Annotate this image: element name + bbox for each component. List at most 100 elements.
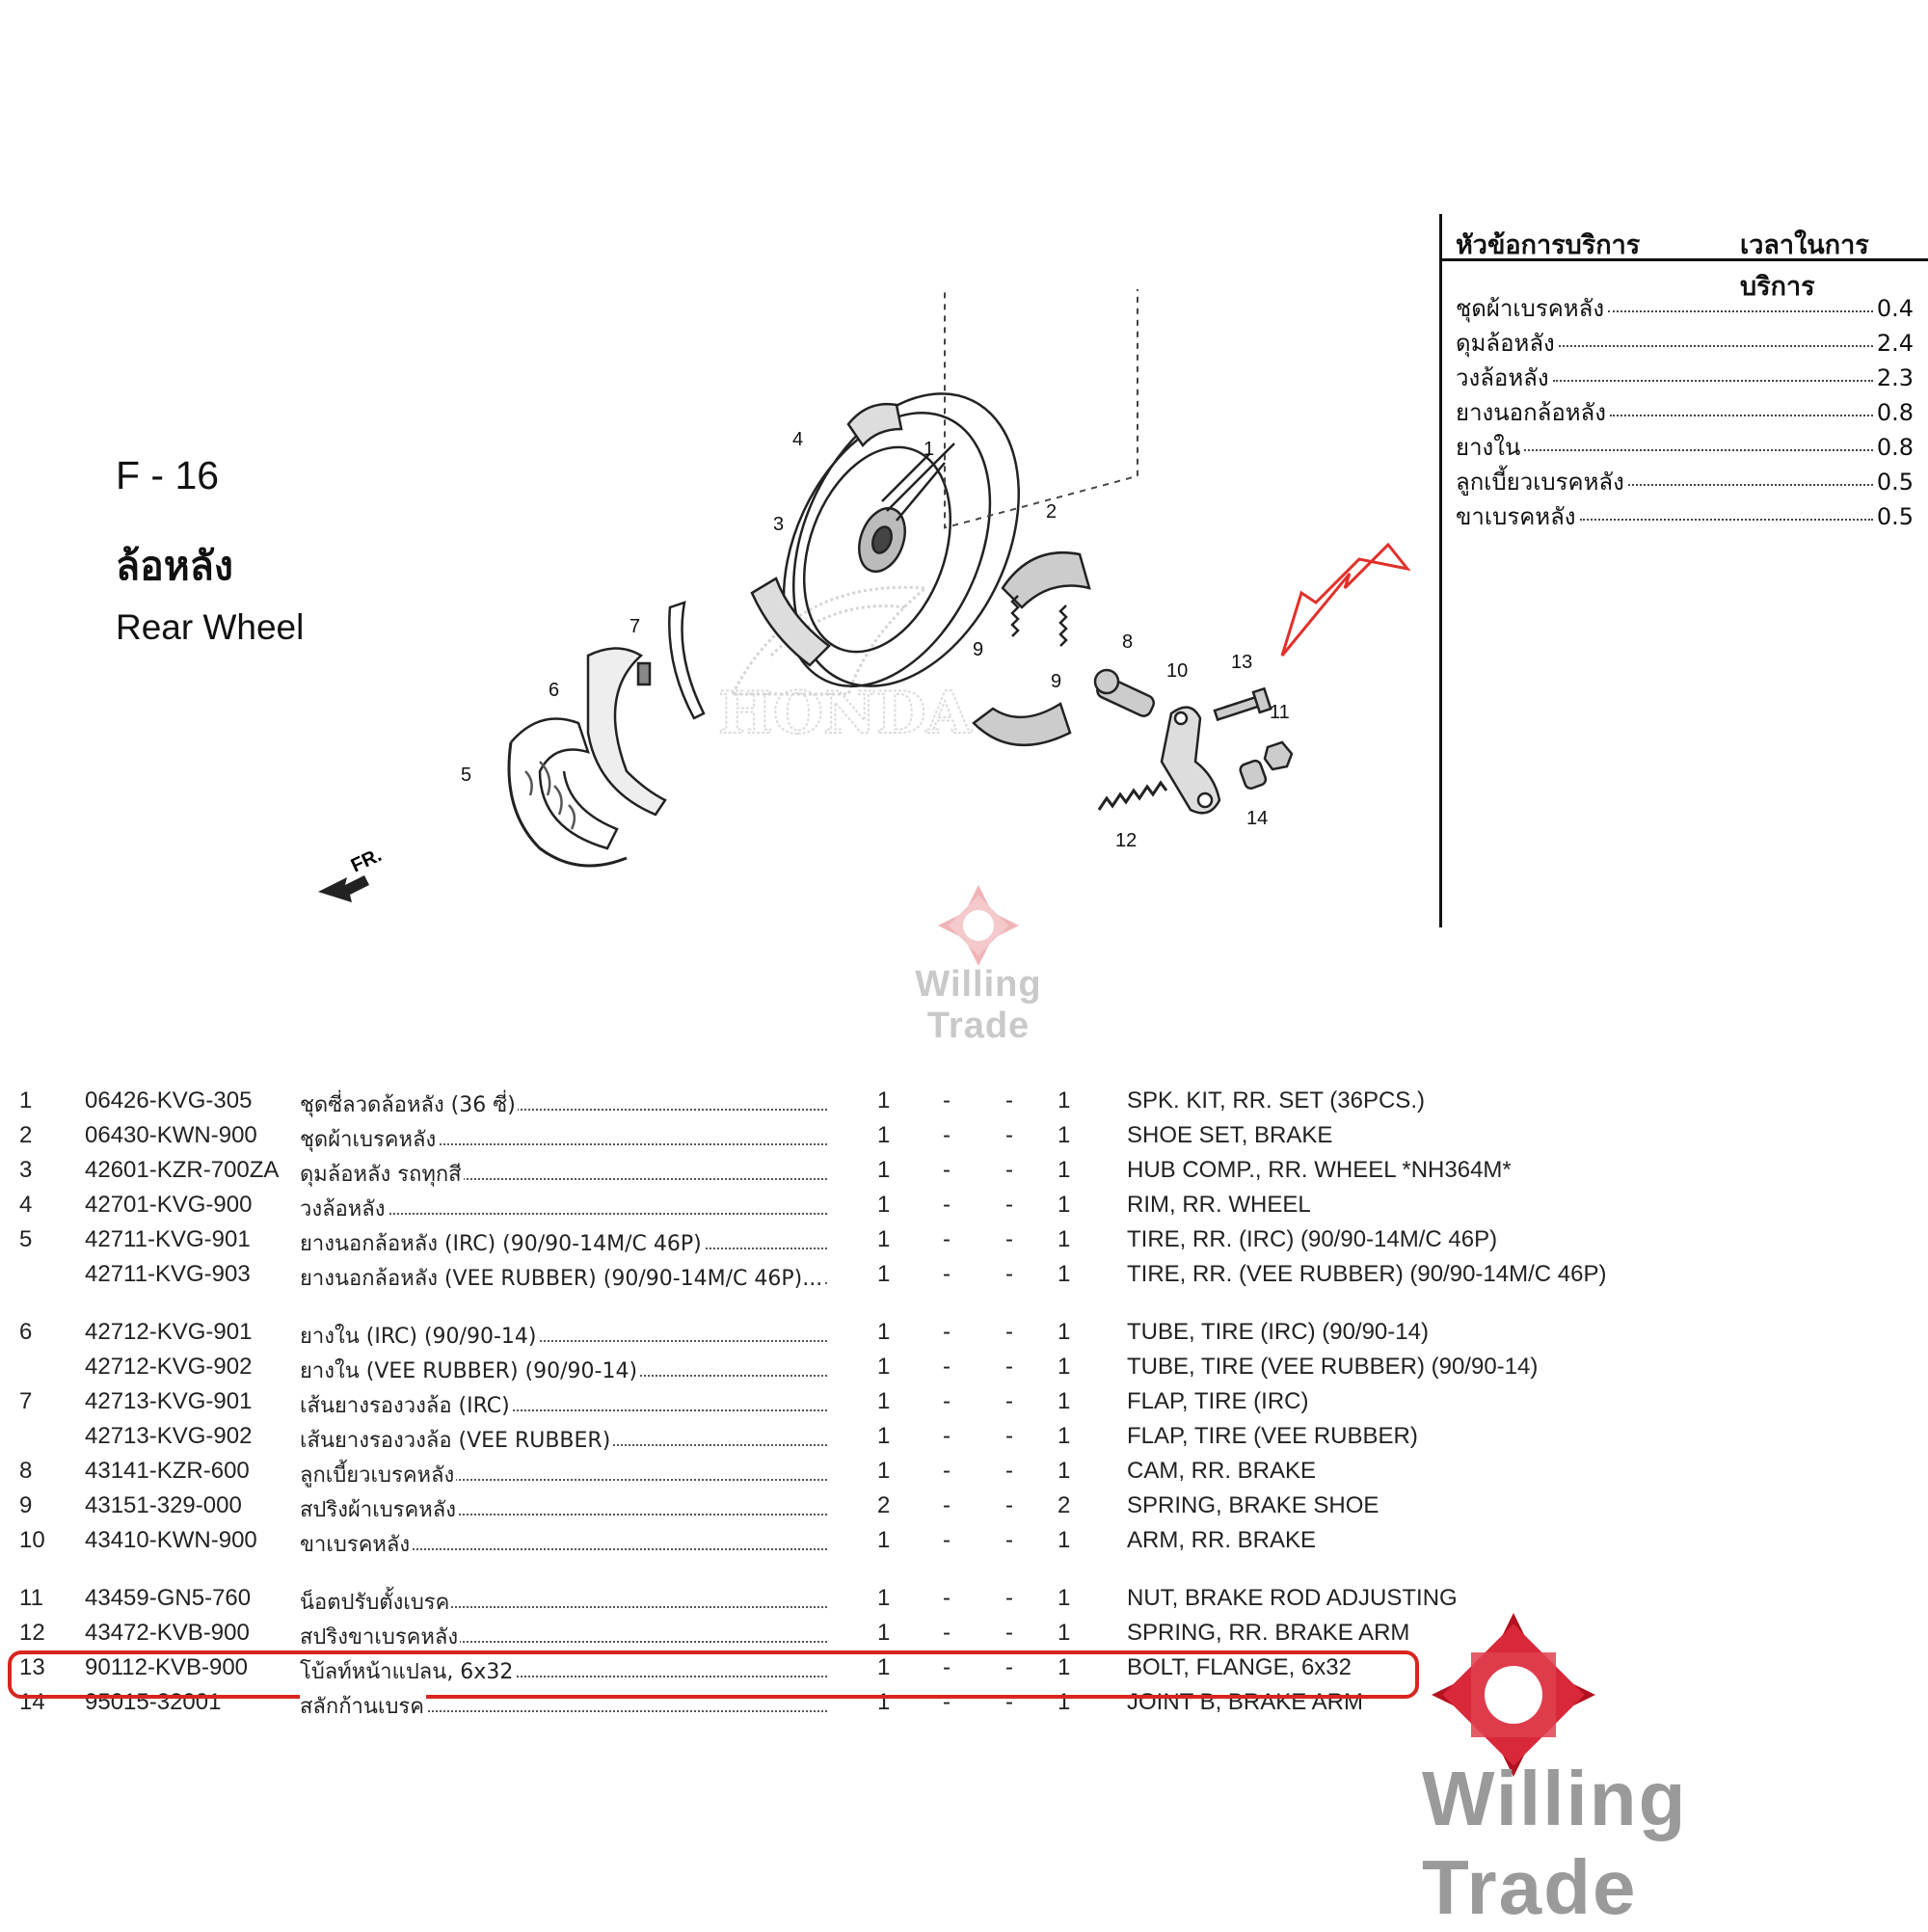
part-d1: - [943, 1319, 951, 1345]
part-d2: - [1005, 1689, 1013, 1715]
part-en: TUBE, TIRE (IRC) (90/90-14) [1127, 1319, 1429, 1345]
part-d1: - [943, 1354, 951, 1380]
part-no: 8 [19, 1458, 33, 1484]
part-pn: 42713-KVG-902 [85, 1423, 253, 1449]
part-q1: 1 [877, 1226, 891, 1252]
part-th: โบ้ลท์หน้าแปลน, 6x32 [300, 1660, 516, 1684]
part-thai-name-cell: เส้นยางรองวงล้อ (IRC) [300, 1388, 830, 1422]
part-d1: - [943, 1423, 951, 1449]
rim-part [750, 392, 1020, 688]
part-pn: 42712-KVG-902 [85, 1354, 253, 1380]
part-thai-name-cell: น็อตปรับตั้งเบรค [300, 1585, 830, 1619]
part-q1: 1 [877, 1458, 891, 1484]
part-q2: 1 [1058, 1122, 1071, 1148]
honda-watermark-text: HONDA [718, 680, 973, 747]
callout-9a: 9 [973, 639, 983, 660]
red-pointer-arrow [1280, 542, 1411, 657]
service-item-name: ยางนอกล้อหลัง [1456, 399, 1606, 426]
callout-14: 14 [1246, 808, 1268, 829]
part-pn: 42713-KVG-901 [85, 1388, 253, 1414]
inner-tube-part [586, 647, 667, 817]
part-d1: - [943, 1192, 951, 1218]
part-th: ยางใน (IRC) (90/90-14) [300, 1325, 539, 1349]
dot-leader [1552, 379, 1873, 382]
watermark-middle-text: Willing Trade [915, 964, 1042, 1046]
part-no: 14 [19, 1689, 45, 1715]
part-q1: 1 [877, 1585, 891, 1611]
part-en: SPK. KIT, RR. SET (36PCS.) [1127, 1087, 1425, 1114]
part-en: NUT, BRAKE ROD ADJUSTING [1127, 1585, 1458, 1611]
part-thai-name-cell: ดุมล้อหลัง รถทุกสี [300, 1157, 830, 1191]
part-en: HUB COMP., RR. WHEEL *NH364M* [1127, 1157, 1512, 1183]
part-d1: - [943, 1620, 951, 1646]
dot-leader [1608, 309, 1873, 312]
part-q2: 1 [1058, 1192, 1071, 1218]
callout-8: 8 [1122, 631, 1133, 653]
service-panel-header-rule [1439, 258, 1928, 261]
dot-leader [300, 1143, 827, 1145]
part-no: 9 [19, 1492, 33, 1518]
part-no: 6 [19, 1319, 33, 1345]
callout-labels: 1 2 3 4 5 6 7 8 9 9 10 11 12 13 14 [461, 429, 1290, 851]
part-q1: 1 [877, 1192, 891, 1218]
service-item-time: 0.8 [1876, 399, 1914, 426]
highlighted-row-outline [8, 1650, 1419, 1699]
part-pn: 42601-KZR-700ZA [85, 1157, 280, 1183]
callout-1: 1 [924, 439, 934, 460]
part-en: JOINT B, BRAKE ARM [1127, 1689, 1363, 1715]
part-no: 7 [19, 1388, 33, 1414]
callout-2: 2 [1046, 501, 1057, 523]
part-q1: 1 [877, 1319, 891, 1345]
dot-leader [300, 1514, 827, 1516]
part-en: BOLT, FLANGE, 6x32 [1127, 1654, 1352, 1680]
dot-leader [300, 1409, 827, 1411]
part-d1: - [943, 1226, 951, 1252]
part-thai-name-cell: สลักก้านเบรค [300, 1689, 830, 1723]
part-pn: 43459-GN5-760 [85, 1585, 252, 1611]
part-d2: - [1005, 1319, 1013, 1345]
part-q2: 1 [1058, 1157, 1071, 1183]
dot-leader [300, 1606, 827, 1608]
part-th: สปริงผ้าเบรคหลัง [300, 1498, 458, 1522]
brake-shoe-springs [1010, 595, 1068, 647]
rim-flap-part [668, 601, 706, 720]
part-thai-name-cell: ขาเบรคหลัง [300, 1527, 830, 1561]
part-en: FLAP, TIRE (VEE RUBBER) [1127, 1423, 1418, 1449]
part-en: TIRE, RR. (VEE RUBBER) (90/90-14M/C 46P) [1127, 1261, 1607, 1287]
part-no: 5 [19, 1226, 33, 1252]
part-q1: 1 [877, 1354, 891, 1380]
part-pn: 95015-32001 [85, 1689, 222, 1715]
service-item-name: ลูกเบี้ยวเบรคหลัง [1456, 469, 1624, 496]
part-thai-name-cell: วงล้อหลัง [300, 1192, 830, 1225]
callout-7: 7 [629, 616, 640, 637]
part-d1: - [943, 1261, 951, 1287]
part-thai-name-cell: สปริงขาเบรคหลัง [300, 1620, 830, 1653]
callout-13: 13 [1231, 652, 1252, 673]
service-item-time: 0.5 [1876, 503, 1914, 530]
callout-3: 3 [773, 514, 784, 535]
service-item-name: ชุดผ้าเบรคหลัง [1456, 295, 1605, 322]
part-no: 3 [19, 1157, 33, 1183]
part-thai-name-cell: สปริงผ้าเบรคหลัง [300, 1492, 830, 1526]
part-q1: 1 [877, 1122, 891, 1148]
part-d2: - [1005, 1620, 1013, 1646]
dot-leader [300, 1340, 827, 1342]
part-d1: - [943, 1492, 951, 1518]
dot-leader [300, 1710, 827, 1712]
service-item-time: 0.8 [1876, 434, 1914, 461]
part-th: ชุดผ้าเบรคหลัง [300, 1128, 439, 1152]
part-no: 11 [19, 1585, 43, 1611]
part-en: TIRE, RR. (IRC) (90/90-14M/C 46P) [1127, 1226, 1498, 1252]
